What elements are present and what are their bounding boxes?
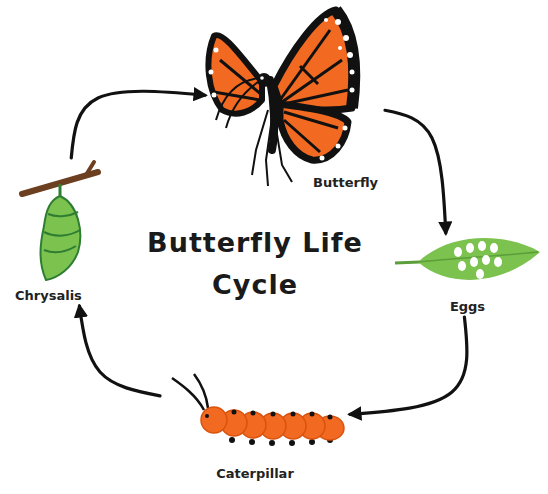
stage-label: Chrysalis [12,287,85,304]
cycle-arrow [385,110,446,233]
caterpillar-illustration [172,374,344,446]
cycle-arrow [350,317,467,414]
stage-label: Caterpillar [213,465,297,482]
chrysalis-illustration [22,162,98,280]
stage-label: Butterfly [310,174,381,191]
cycle-arrow [71,91,205,158]
stage-group: Caterpillar [160,368,350,484]
cycle-arrow [79,306,160,396]
stage-group: Butterfly [205,5,385,193]
stage-group: Chrysalis [8,158,110,306]
stage-label: Eggs [447,298,488,315]
diagram-title: Butterfly Life Cycle [145,222,365,306]
eggs-illustration [395,238,540,280]
stage-group: Eggs [390,233,545,317]
butterfly-illustration [208,10,354,186]
